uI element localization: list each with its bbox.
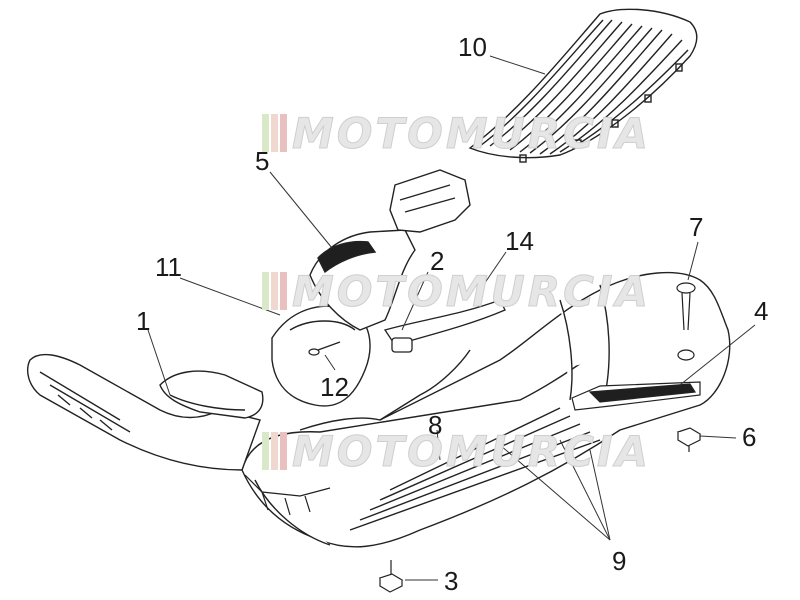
callout-9[interactable]: 9 <box>612 546 626 576</box>
leader-lines <box>147 55 756 581</box>
part-11-tunnel-cover[interactable] <box>271 305 371 407</box>
part-10-floor-mat[interactable] <box>468 8 698 163</box>
callout-4[interactable]: 4 <box>754 296 768 326</box>
callout-14[interactable]: 14 <box>505 226 534 256</box>
callout-labels: 10 5 14 2 11 1 12 7 4 6 8 3 9 <box>136 32 768 596</box>
callout-3[interactable]: 3 <box>444 566 458 596</box>
watermark: MOTOMURCIA MOTOMURCIA MOTOMURCIA <box>262 109 651 477</box>
callout-11[interactable]: 11 <box>155 252 182 282</box>
callout-2[interactable]: 2 <box>430 246 444 276</box>
part-front-lower-edge <box>244 474 331 516</box>
callout-5[interactable]: 5 <box>255 146 269 176</box>
watermark-text: MOTOMURCIA <box>292 109 651 158</box>
part-main-floor-panel[interactable] <box>241 271 731 548</box>
watermark-text: MOTOMURCIA <box>292 267 651 316</box>
part-1-left-side-panel[interactable] <box>27 353 264 471</box>
part-4-rubber-pad[interactable] <box>571 381 701 411</box>
part-12-screw[interactable] <box>308 341 341 356</box>
callout-1[interactable]: 1 <box>136 306 150 336</box>
part-7-screw[interactable] <box>676 282 696 361</box>
callout-10[interactable]: 10 <box>458 32 487 62</box>
callout-7[interactable]: 7 <box>689 212 703 242</box>
part-6-clip-nut[interactable] <box>676 427 702 452</box>
part-3-clip-nut[interactable] <box>378 560 404 593</box>
callout-12[interactable]: 12 <box>320 372 349 402</box>
part-5-tunnel-upright[interactable] <box>309 169 471 331</box>
callout-6[interactable]: 6 <box>742 422 756 452</box>
watermark-text: MOTOMURCIA <box>292 427 651 476</box>
part-centre-channel <box>383 299 506 353</box>
callout-8[interactable]: 8 <box>428 410 442 440</box>
